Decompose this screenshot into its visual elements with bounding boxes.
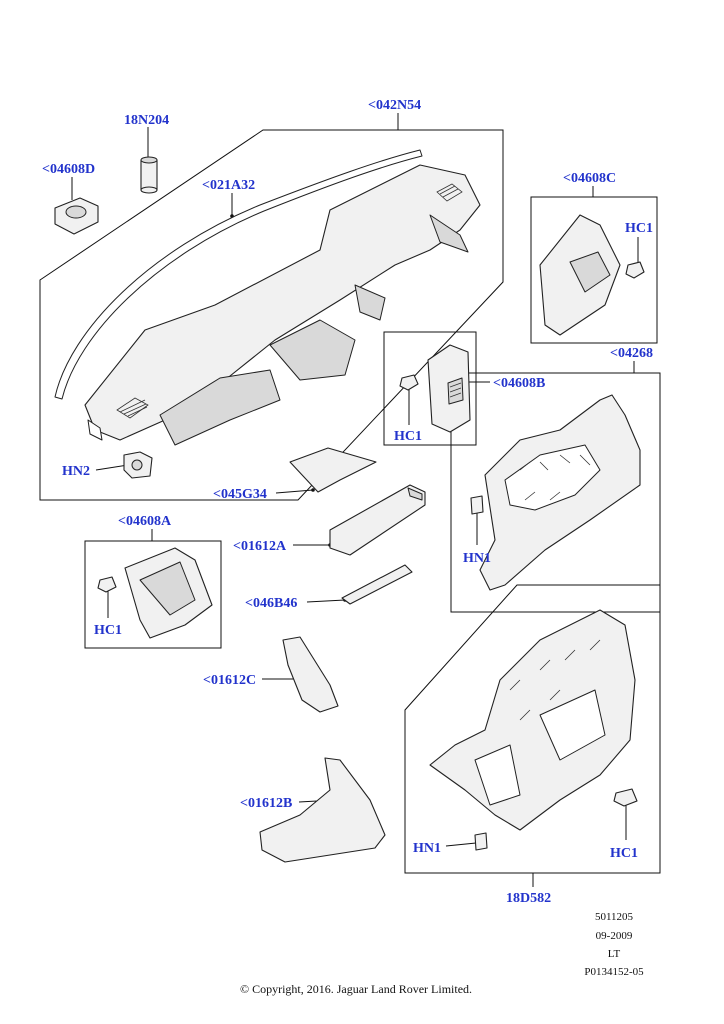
label-01612b: <01612B: [240, 796, 292, 811]
meta-line-3: LT: [608, 948, 621, 960]
dash-trim-strip: [54, 149, 423, 400]
tray-mat-045g34: [289, 447, 377, 493]
label-hn1-a: HN1: [463, 551, 491, 566]
panel-04608a: [124, 547, 213, 639]
hn2-clip: [123, 451, 153, 479]
meta-line-2: 09-2009: [596, 930, 633, 942]
dashboard-panel: [84, 164, 481, 446]
clip-hn1-b: [474, 832, 488, 851]
label-hc1-b: HC1: [394, 429, 422, 444]
copyright-notice: © Copyright, 2016. Jaguar Land Rover Lim…: [240, 982, 472, 996]
frame-04268: [479, 394, 641, 591]
label-01612a: <01612A: [233, 539, 287, 554]
label-042n54: <042N54: [368, 98, 421, 113]
label-hc1-d: HC1: [610, 846, 638, 861]
label-hn1-b: HN1: [413, 841, 441, 856]
trim-strip-046b46: [341, 564, 413, 605]
leader-lines: [71, 113, 639, 887]
18D582-group-box: [404, 584, 661, 874]
04608C-group-box: [530, 196, 658, 344]
label-hc1-c: HC1: [625, 221, 653, 236]
meta-line-1: 5011205: [595, 911, 634, 923]
side-panel-01612b: [259, 757, 386, 863]
tray-01612a: [329, 484, 426, 556]
label-hc1-a: HC1: [94, 623, 122, 638]
clip-hc1-a: [97, 576, 117, 593]
label-01612c: <01612C: [203, 673, 256, 688]
dashboard-group-box: [39, 129, 504, 501]
label-021a32: <021A32: [202, 178, 255, 193]
label-hn2: HN2: [62, 464, 90, 479]
label-045g34: <045G34: [213, 487, 267, 502]
vent-bezel-d: [54, 197, 99, 235]
label-046b46: <046B46: [245, 596, 297, 611]
panel-04608b: [427, 344, 471, 433]
label-04608c: <04608C: [563, 171, 616, 186]
clip-hc1-c: [625, 261, 645, 279]
label-04608b: <04608B: [493, 376, 545, 391]
clip-hc1-b: [399, 374, 419, 391]
label-18d582: 18D582: [506, 891, 551, 906]
clip-hn1-a: [470, 495, 484, 515]
label-04608a: <04608A: [118, 514, 172, 529]
meta-line-4: P0134152-05: [584, 966, 644, 978]
04608A-group-box: [84, 540, 222, 649]
clip-hc1-d: [613, 788, 638, 807]
label-04268: <04268: [610, 346, 653, 361]
label-04608d: <04608D: [42, 162, 95, 177]
label-18n204: 18N204: [124, 113, 169, 128]
end-panel-01612c: [282, 636, 339, 713]
support-frame-18d582: [429, 609, 636, 831]
bracket-04608c: [539, 214, 621, 336]
04608B-group-box: [383, 331, 477, 446]
cylinder-part: [140, 156, 158, 194]
